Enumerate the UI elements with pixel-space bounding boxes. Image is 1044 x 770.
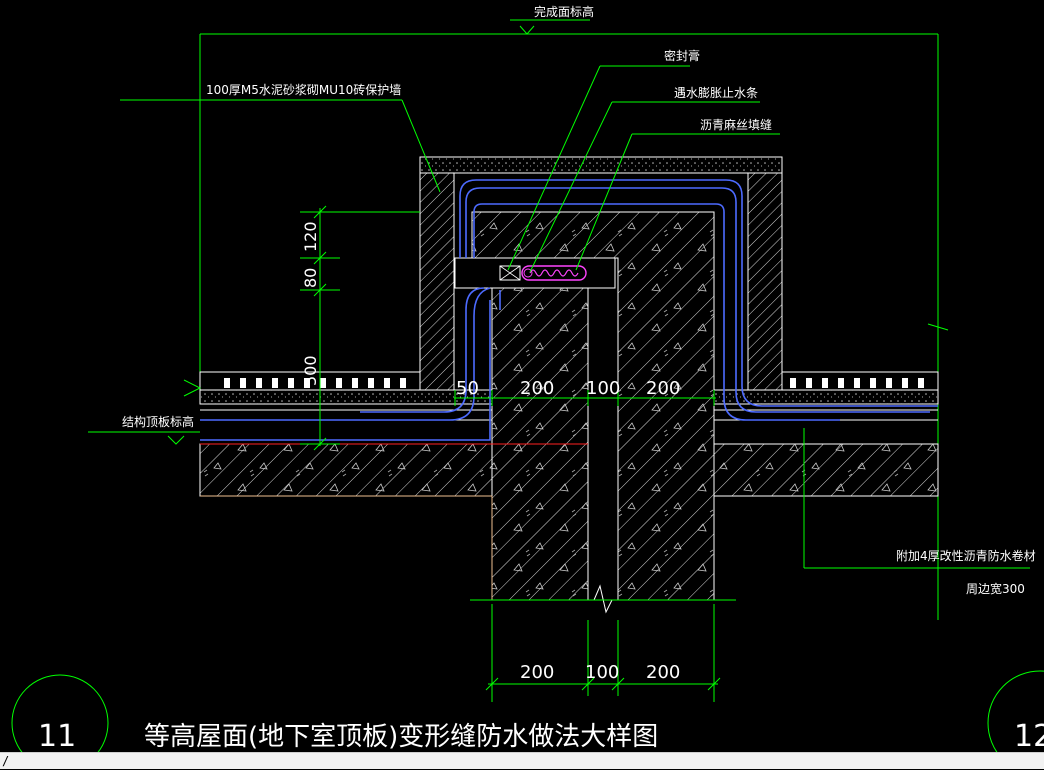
protect-wall-label: 100厚M5水泥砂浆砌MU10砖保护墙 <box>206 82 401 97</box>
right-slab-aggregate <box>714 444 938 496</box>
detail-number-right: 12 <box>1014 719 1044 754</box>
groove <box>272 378 278 388</box>
groove <box>320 378 326 388</box>
groove <box>368 378 374 388</box>
left-protect-wall <box>419 172 455 391</box>
drawing-title: 等高屋面(地下室顶板)变形缝防水做法大样图 <box>144 722 658 752</box>
groove <box>304 378 310 388</box>
dim-50: 50 <box>456 378 479 399</box>
bottom-dim-100: 100 <box>585 662 619 683</box>
perimeter-width-label: 周边宽300 <box>966 581 1025 596</box>
bottom-dim-200-right: 200 <box>646 662 680 683</box>
break-symbol <box>593 584 613 614</box>
groove <box>886 378 892 388</box>
right-protect-wall <box>747 172 783 391</box>
asphalt-filler-label: 沥青麻丝填缝 <box>700 117 772 132</box>
waterproof-membranes <box>200 179 938 441</box>
structure-level-label: 结构顶板标高 <box>122 414 194 429</box>
water-stop-wave <box>529 269 579 277</box>
left-slab-aggregate <box>200 444 492 496</box>
dim-200-right: 200 <box>646 378 680 399</box>
dim-120: 120 <box>301 221 320 252</box>
water-stop-strip <box>521 265 587 281</box>
detail-number-circle-right <box>987 670 1044 769</box>
horizontal-dimension-chain <box>454 390 716 406</box>
groove <box>822 378 828 388</box>
groove <box>870 378 876 388</box>
extra-membrane-label: 附加4厚改性沥青防水卷材 <box>896 548 1036 563</box>
frame-lines <box>199 33 949 620</box>
groove <box>790 378 796 388</box>
detail-number-circle-left <box>11 674 109 769</box>
left-roof-layers <box>199 371 493 421</box>
command-line[interactable]: / <box>0 752 1044 769</box>
dim-500: 500 <box>301 355 320 386</box>
top-screed-layer <box>419 156 783 174</box>
expansion-joint-gap <box>587 257 619 601</box>
water-stop-end <box>523 268 533 278</box>
groove <box>288 378 294 388</box>
groove <box>838 378 844 388</box>
leader-lines <box>88 19 1030 569</box>
sealant-label: 密封膏 <box>664 48 700 63</box>
insulation-grooves <box>224 378 924 388</box>
joint-cap-void <box>454 257 616 289</box>
right-roof-layers <box>713 371 939 421</box>
groove <box>224 378 230 388</box>
bottom-dim-200-left: 200 <box>520 662 554 683</box>
vertical-dimension-chain <box>300 205 420 451</box>
sealant-hatch <box>499 265 521 281</box>
groove <box>902 378 908 388</box>
groove <box>256 378 262 388</box>
dim-100: 100 <box>586 378 620 399</box>
groove <box>352 378 358 388</box>
groove <box>400 378 406 388</box>
groove <box>336 378 342 388</box>
right-upstand-aggregate <box>472 212 714 600</box>
groove <box>384 378 390 388</box>
water-stop-label: 遇水膨胀止水条 <box>674 86 758 100</box>
dim-200-left: 200 <box>520 378 554 399</box>
dim-80: 80 <box>301 268 320 288</box>
groove <box>854 378 860 388</box>
finished-level-label: 完成面标高 <box>534 4 594 19</box>
bottom-dimension-chain <box>470 599 736 702</box>
groove <box>240 378 246 388</box>
detail-number-left: 11 <box>38 719 76 754</box>
groove <box>806 378 812 388</box>
groove <box>918 378 924 388</box>
